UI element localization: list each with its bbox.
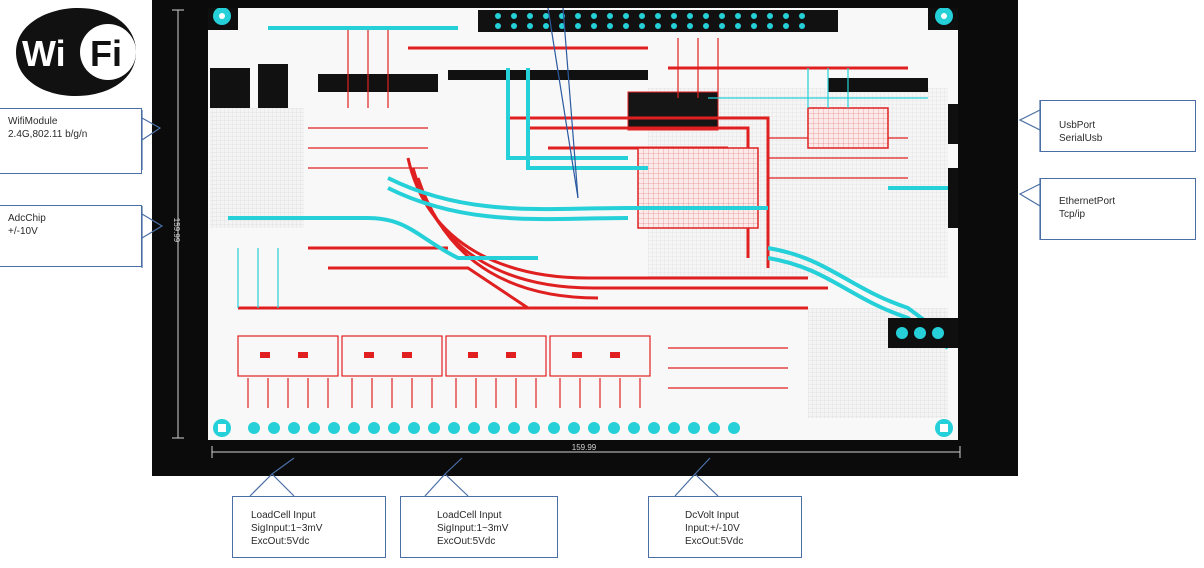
callout-dcvolt-title: DcVolt Input <box>685 510 739 521</box>
callout-loadcell1-title: LoadCell Input <box>251 510 316 521</box>
callout-dcvolt-line1: Input:+/-10V <box>685 523 740 534</box>
callout-usb-port: UsbPort SerialUsb <box>1040 100 1196 152</box>
callout-wifi-module: WifiModule 2.4G,802.11 b/g/n <box>0 108 142 174</box>
pcb-frame: 159.99 159.99 <box>152 0 1018 476</box>
callout-ethernet-title: EthernetPort <box>1059 196 1116 207</box>
callout-loadcell1-line2: ExcOut:5Vdc <box>251 536 310 547</box>
callout-adc-title: AdcChip <box>8 213 46 224</box>
input-channels <box>237 335 788 408</box>
callout-loadcell-input-2: LoadCell Input SigInput:1~3mV ExcOut:5Vd… <box>400 496 558 558</box>
callout-loadcell1-line1: SigInput:1~3mV <box>251 523 323 534</box>
callout-ethernet-port: EthernetPort Tcp/ip <box>1040 178 1196 240</box>
callout-usb-line1: SerialUsb <box>1059 133 1103 144</box>
logo-fi-text: Fi <box>90 33 122 74</box>
logo-wi-text: Wi <box>22 33 66 74</box>
callout-ethernet-line1: Tcp/ip <box>1059 209 1086 220</box>
callout-loadcell2-line1: SigInput:1~3mV <box>437 523 509 534</box>
callout-usb-title: UsbPort <box>1059 120 1096 131</box>
callout-adc-chip: AdcChip +/-10V <box>0 205 142 267</box>
ground-pour-left <box>210 108 304 228</box>
pcb-board <box>202 2 964 440</box>
callout-loadcell2-line2: ExcOut:5Vdc <box>437 536 496 547</box>
height-dimension-label: 159.99 <box>172 218 181 243</box>
wifi-logo: Wi Fi <box>8 4 140 100</box>
callout-dcvolt-input: DcVolt Input Input:+/-10V ExcOut:5Vdc <box>648 496 802 558</box>
header-connector <box>478 10 838 32</box>
callout-wifi-title: WifiModule <box>8 116 58 127</box>
callout-loadcell2-title: LoadCell Input <box>437 510 502 521</box>
pcb-layout <box>202 2 964 440</box>
callout-wifi-line1: 2.4G,802.11 b/g/n <box>8 129 88 140</box>
callout-loadcell-input-1: LoadCell Input SigInput:1~3mV ExcOut:5Vd… <box>232 496 386 558</box>
callout-dcvolt-line2: ExcOut:5Vdc <box>685 536 744 547</box>
terminal-pads <box>248 422 740 434</box>
callout-adc-line1: +/-10V <box>8 226 38 237</box>
width-dimension-label: 159.99 <box>572 443 597 452</box>
